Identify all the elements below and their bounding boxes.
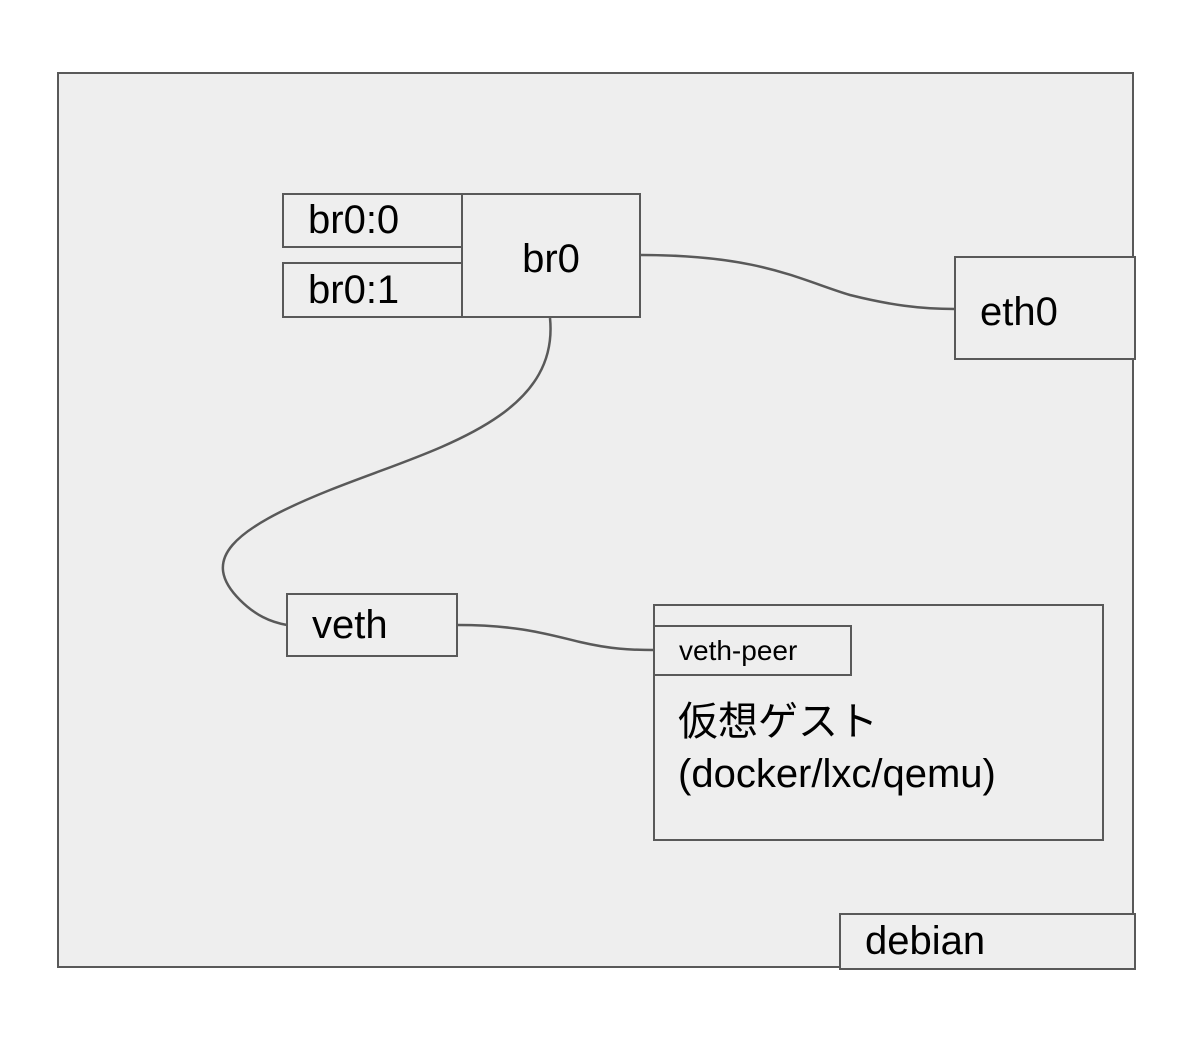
virtual-guest-caption: 仮想ゲスト (docker/lxc/qemu) — [678, 696, 996, 800]
virtual-guest-subtitle: (docker/lxc/qemu) — [678, 752, 996, 796]
nic-label: eth0 — [980, 289, 1058, 334]
bridge-alias-label: br0:0 — [308, 198, 400, 242]
veth-peer-label: veth-peer — [679, 634, 798, 666]
virtual-guest-box — [653, 604, 1104, 841]
nic-eth0: eth0 — [954, 256, 1136, 360]
veth-interface: veth — [286, 593, 458, 657]
bridge-alias-br0-1: br0:1 — [282, 262, 464, 318]
bridge-alias-label: br0:1 — [308, 267, 400, 312]
host-label-box: debian — [839, 913, 1136, 970]
bridge-label: br0 — [522, 237, 580, 281]
host-label: debian — [865, 919, 986, 963]
veth-peer-interface: veth-peer — [653, 625, 852, 676]
veth-label: veth — [312, 602, 388, 647]
virtual-guest-title: 仮想ゲスト — [678, 700, 878, 744]
bridge-alias-br0-0: br0:0 — [282, 193, 464, 248]
bridge-br0: br0 — [461, 193, 641, 318]
